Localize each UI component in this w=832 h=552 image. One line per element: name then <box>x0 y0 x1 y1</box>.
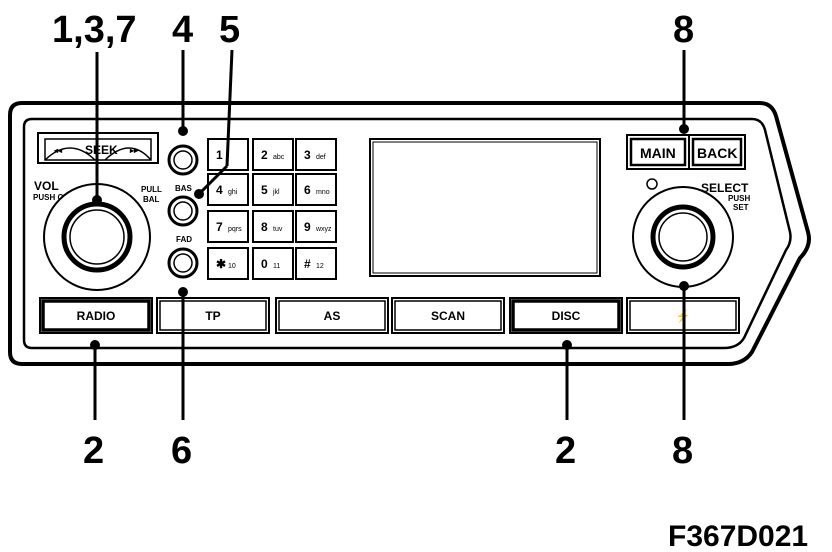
leader-line-5-diag <box>197 164 229 196</box>
keypad-key-letters: pqrs <box>228 226 242 233</box>
select-label: SELECT <box>701 181 749 195</box>
leader-dot <box>679 281 689 291</box>
seek-label: SEEK <box>85 143 118 157</box>
display-screen <box>369 138 601 277</box>
keypad-key[interactable]: 9 wxyz <box>295 210 337 243</box>
leader-dots <box>90 124 689 350</box>
keypad-key-number: 8 <box>261 220 268 234</box>
keypad-key-letters: def <box>316 154 326 161</box>
keypad-key[interactable]: ✱10 <box>207 247 249 280</box>
fader-knob[interactable] <box>167 247 199 279</box>
keypad-key-letters: mno <box>316 189 330 196</box>
tp-button[interactable]: TP <box>156 297 270 334</box>
select-set-label: SET <box>733 203 749 212</box>
leader-dot <box>90 340 100 350</box>
keypad-key-letters: abc <box>273 154 285 161</box>
callout-8-top: 8 <box>673 9 694 51</box>
keypad-key-letters: tuv <box>273 226 283 233</box>
callout-2-right: 2 <box>555 430 576 472</box>
tp-button-label: TP <box>205 309 220 323</box>
main-button-label: MAIN <box>640 145 676 161</box>
keypad-key-number: 7 <box>216 220 223 234</box>
fad-label: FAD <box>176 235 192 244</box>
back-button[interactable]: BACK <box>688 134 746 170</box>
scan-button-label: SCAN <box>431 309 465 323</box>
leader-dot <box>92 195 102 205</box>
seek-left-icon: ◂◂ <box>53 146 63 155</box>
keypad-key-letters: 11 <box>273 263 280 270</box>
callout-2-left: 2 <box>83 430 104 472</box>
back-button-label: BACK <box>697 145 737 161</box>
keypad-key-letters: wxyz <box>315 226 332 233</box>
leader-dot <box>178 126 188 136</box>
bas-label: BAS <box>175 184 193 193</box>
keypad-key-number: 0 <box>261 257 268 271</box>
figure-id: F367D021 <box>668 520 808 552</box>
keypad-key-number: 2 <box>261 148 268 162</box>
keypad-key-number: 4 <box>216 183 223 197</box>
keypad-key[interactable]: 6 mno <box>295 173 337 206</box>
keypad-key[interactable]: 7 pqrs <box>207 210 249 243</box>
callout-5: 5 <box>219 9 240 51</box>
keypad-key-number: 6 <box>304 183 311 197</box>
vol-label: VOL <box>34 179 59 193</box>
bass-knob[interactable] <box>167 195 199 227</box>
keypad-key[interactable]: 3 def <box>295 138 337 171</box>
keypad-key[interactable]: 8 tuv <box>252 210 294 243</box>
keypad-key-letters: ghi <box>228 189 238 196</box>
callout-6: 6 <box>171 430 192 472</box>
keypad-key-letters: 12 <box>316 263 324 270</box>
leader-dot <box>194 189 204 199</box>
radio-button-label: RADIO <box>77 309 116 323</box>
select-push-label: PUSH <box>728 194 750 203</box>
keypad-key[interactable]: 0 11 <box>252 247 294 280</box>
radio-button[interactable]: RADIO <box>39 297 153 334</box>
callout-8-bottom: 8 <box>672 430 693 472</box>
knob-4[interactable] <box>167 144 199 176</box>
keypad-key-letters: 10 <box>228 263 236 270</box>
as-button[interactable]: AS <box>275 297 389 334</box>
seek-right-icon: ▸▸ <box>129 146 139 155</box>
keypad-key-number: 5 <box>261 183 268 197</box>
keypad-key-number: 1 <box>216 148 223 162</box>
select-knob[interactable] <box>632 186 734 288</box>
keypad-key-number: ✱ <box>216 257 226 271</box>
callout-4: 4 <box>172 9 193 51</box>
keypad-key-number: 9 <box>304 220 311 234</box>
main-button[interactable]: MAIN <box>626 134 690 170</box>
callout-1-3-7: 1,3,7 <box>52 9 137 51</box>
keypad-key[interactable]: #12 <box>295 247 337 280</box>
keypad-key-number: 3 <box>304 148 311 162</box>
leader-dot <box>679 124 689 134</box>
leader-lines <box>93 49 686 420</box>
bal-label: BAL <box>143 195 160 204</box>
disc-button[interactable]: DISC <box>509 297 623 334</box>
keypad-key[interactable]: 4 ghi <box>207 173 249 206</box>
keypad-key-number: # <box>304 257 311 271</box>
as-button-label: AS <box>324 309 341 323</box>
leader-dot <box>178 287 188 297</box>
leader-dot <box>562 340 572 350</box>
pull-label: PULL <box>141 185 162 194</box>
scan-button[interactable]: SCAN <box>391 297 505 334</box>
disc-button-label: DISC <box>552 309 581 323</box>
keypad-key[interactable]: 2 abc <box>252 138 294 171</box>
indicator-light-icon <box>646 178 658 190</box>
keypad-key-letters: jkl <box>272 189 280 196</box>
keypad-key[interactable]: 5 jkl <box>252 173 294 206</box>
vol-push-on-label: PUSH ON <box>33 193 70 202</box>
leader-line-5 <box>225 49 234 167</box>
